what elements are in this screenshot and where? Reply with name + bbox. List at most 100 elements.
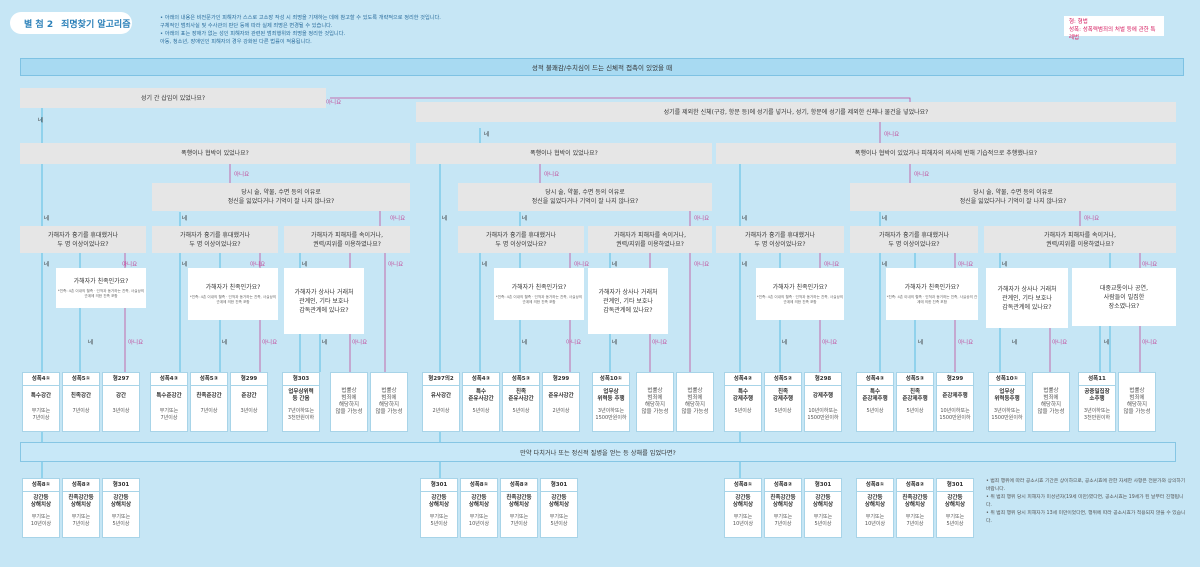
result-card-name: 업무상 위력등 추행 [597,389,625,402]
label-no: 아니요 [958,262,974,268]
result-card-code: 성폭4② [725,373,761,386]
result-card-name: 친족 준강제추행 [902,389,928,402]
result-card-penalty: 무기또는 7년이상 [905,514,925,527]
result-card-code: 성폭5③ [191,373,227,386]
label-yes: 네 [1002,262,1008,268]
question-relative: 가해자가 친족인가요?*친족: 4촌 이내의 혈족 · 인척과 동거하는 친족,… [188,268,278,320]
intro-note: 구체적인 범죄사실 및 수사관의 판단 등에 따라 실제 죄명은 변경될 수 있… [160,23,333,29]
question-incapacity-b: 당시 술, 약물, 수면 등의 이유로 정신을 잃었다거나 기억이 잘 나지 않… [458,183,712,211]
result-card-code: 형299 [937,373,973,386]
label-no: 아니요 [1052,340,1068,346]
label-no: 아니요 [1142,262,1158,268]
result-card-code: 형301 [541,479,577,492]
label-yes: 네 [44,216,50,222]
result-card-note: 법률상 범죄에 해당하지 않을 가능성 [1123,388,1151,415]
question-relative: 가해자가 친족인가요?*친족: 4촌 이내의 혈족 · 인척과 동거하는 친족,… [756,268,844,320]
label-no: 아니요 [326,100,342,106]
label-yes: 네 [522,340,528,346]
result-card-name: 준강제추행 [942,392,968,399]
result-card-name: 특수 강제추행 [732,389,754,402]
label-yes: 네 [38,118,44,124]
result-card-not-crime: 법률상 범죄에 해당하지 않을 가능성 [1032,372,1070,432]
result-card-name: 준유사강간 [548,392,574,399]
result-card-code: 성폭5② [765,373,801,386]
result-card-name: 공중밀집장 소추행 [1084,389,1110,402]
legend-item: 성폭: 성폭력범죄의 처벌 등에 관한 특례법 [1069,27,1156,41]
result-card-name: 강간등 상해치상 [468,495,490,508]
label-no: 아니요 [652,340,668,346]
result-card-name: 친족강간등 상해치상 [770,495,796,508]
result-card-code: 형301 [805,479,841,492]
result-card-penalty: 7년이하또는 3천만원이하 [287,408,315,421]
badge-title: 죄명찾기 알고리즘 [61,19,131,30]
question-deceit: 가해자가 피해자를 속이거나, 권력/지위를 이용하였나요? [284,226,410,253]
question-relative: 가해자가 친족인가요?*친족: 4촌 이내의 혈족 · 인척과 동거하는 친족,… [56,268,146,308]
result-card-penalty: 무기또는 5년이상 [945,514,965,527]
top-question-banner: 성적 불쾌감/수치심이 드는 신체적 접촉이 있었을 때 [20,58,1184,76]
label-yes: 네 [322,340,328,346]
result-card-penalty: 5년이상 [472,408,490,414]
label-yes: 네 [482,262,488,268]
result-card-code: 성폭5③ [897,373,933,386]
result-card-penalty: 5년이상 [866,408,884,414]
result-card-code: 성폭4③ [857,373,893,386]
result-card-penalty: 무기또는 10년이상 [468,514,490,527]
result-card-name: 강간등 상해치상 [548,495,570,508]
label-no: 아니요 [914,172,930,178]
question-weapon: 가해자가 흉기를 휴대했거나 두 명 이상이었나요? [458,226,584,253]
label-no: 아니요 [958,340,974,346]
result-card-name: 강간등 상해치상 [732,495,754,508]
result-card-note: 법률상 범죄에 해당하지 않을 가능성 [681,388,709,415]
intro-note: • 아래의 표는 장애가 없는 성인 피해자와 관련된 범죄행위와 죄명을 정리… [160,31,346,37]
result-card-penalty: 5년이상 [734,408,752,414]
label-yes: 네 [1104,340,1110,346]
result-card-penalty: 무기또는 10년이상 [732,514,754,527]
result-card-penalty: 3년이하또는 1500만원이하 [595,408,627,421]
result-card-code: 형301 [937,479,973,492]
result-card-code: 성폭8① [725,479,761,492]
result-card-penalty: 2년이상 [552,408,570,414]
result-card-name: 강간등 상해치상 [30,495,52,508]
appendix-badge: 별 첨 2 죄명찾기 알고리즘 [10,12,132,34]
question-weapon: 가해자가 흉기를 휴대했거나 두 명 이상이었나요? [716,226,844,253]
result-card-code: 형299 [231,373,267,386]
question-relative: 가해자가 친족인가요?*친족: 4촌 이내의 혈족 · 인척과 동거하는 친족,… [886,268,978,320]
bottom-note: • 위 범죄 행위 당시 피해자가 미성년자(19세 미만)였다면, 공소시효는… [986,495,1184,508]
result-card-name: 특수 준강제추행 [862,389,888,402]
label-no: 아니요 [544,172,560,178]
label-no: 아니요 [390,216,406,222]
result-card-name: 강간등 상해치상 [944,495,966,508]
question-violence-b: 폭행이나 협박이 있었나요? [416,143,712,164]
label-no: 아니요 [566,340,582,346]
label-no: 아니요 [824,262,840,268]
label-yes: 네 [442,216,448,222]
result-card-name: 친족준강간 [196,392,222,399]
label-yes: 네 [782,340,788,346]
result-card-name: 친족 강제추행 [772,389,794,402]
result-card-code: 성폭8② [501,479,537,492]
result-card-penalty: 무기또는 5년이상 [111,514,131,527]
question-supervisor: 가해자가 상사나 거래처 관계인, 기타 보호나 감독관계에 있나요? [588,268,668,334]
label-no: 아니요 [1142,340,1158,346]
label-yes: 네 [182,216,188,222]
label-no: 아니요 [822,340,838,346]
result-card-not-crime: 법률상 범죄에 해당하지 않을 가능성 [676,372,714,432]
result-card-code: 성폭4① [23,373,59,386]
label-yes: 네 [484,132,490,138]
result-card-code: 형297의2 [423,373,459,386]
label-no: 아니요 [250,262,266,268]
label-no: 아니요 [352,340,368,346]
